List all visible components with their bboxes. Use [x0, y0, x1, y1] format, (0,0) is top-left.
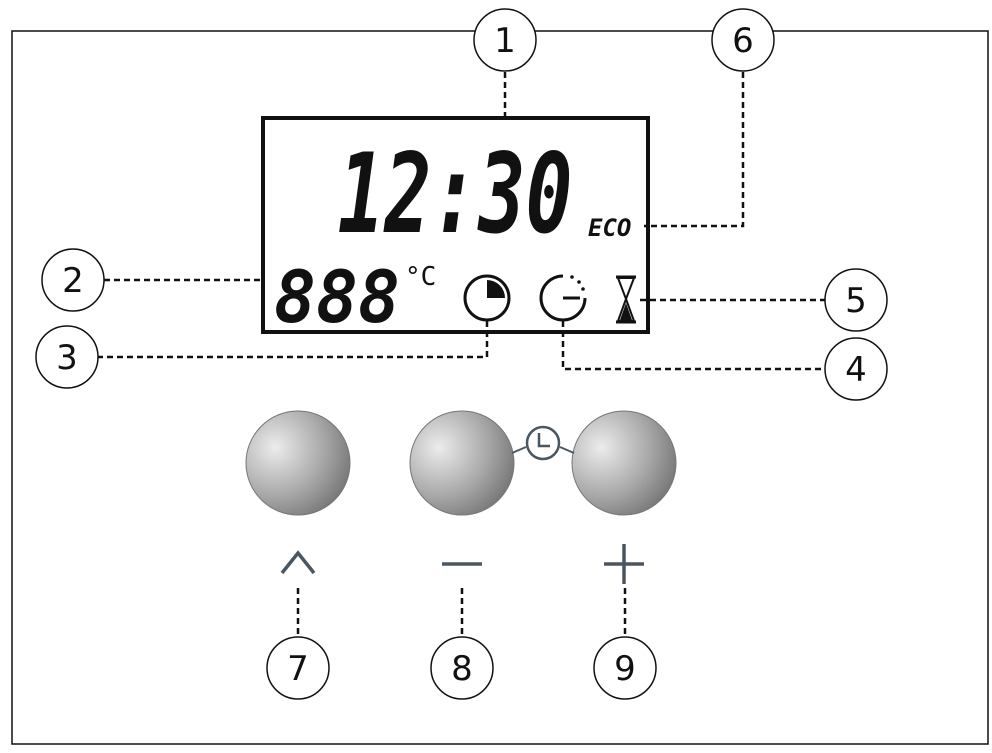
pie-clock-icon: [463, 274, 511, 322]
callout-4: 4: [824, 337, 888, 401]
svg-text:9: 9: [614, 649, 636, 689]
svg-text:1: 1: [494, 21, 516, 61]
svg-text:2: 2: [62, 261, 84, 301]
leader-4: [561, 321, 825, 371]
callout-2: 2: [41, 248, 105, 312]
hourglass-icon: [616, 275, 636, 324]
callout-8: 8: [430, 636, 494, 700]
up-button[interactable]: [245, 410, 351, 516]
callout-7: 7: [266, 636, 330, 700]
callout-1: 1: [473, 8, 537, 72]
svg-text:7: 7: [287, 649, 309, 689]
time-display: 12:30: [338, 130, 573, 258]
callout-5: 5: [824, 268, 888, 332]
chevron-up-icon: [280, 550, 316, 575]
plus-button[interactable]: [571, 410, 677, 516]
leader-3: [97, 321, 489, 359]
svg-text:6: 6: [732, 21, 754, 61]
callout-9: 9: [593, 636, 657, 700]
minus-button[interactable]: [409, 410, 515, 516]
svg-text:3: 3: [56, 338, 78, 378]
plus-icon: [604, 544, 644, 584]
callout-6: 6: [711, 8, 775, 72]
dotted-clock-icon: [539, 274, 587, 322]
svg-text:5: 5: [845, 281, 867, 321]
temperature-display: 888: [274, 255, 400, 339]
clock-icon: [511, 425, 575, 461]
svg-text:4: 4: [845, 350, 867, 390]
callout-3: 3: [35, 325, 99, 389]
lcd-display: [261, 116, 650, 334]
eco-indicator: ECO: [588, 214, 631, 242]
temperature-unit: °C: [405, 262, 436, 292]
leader-6: [644, 72, 745, 228]
svg-text:8: 8: [451, 649, 473, 689]
